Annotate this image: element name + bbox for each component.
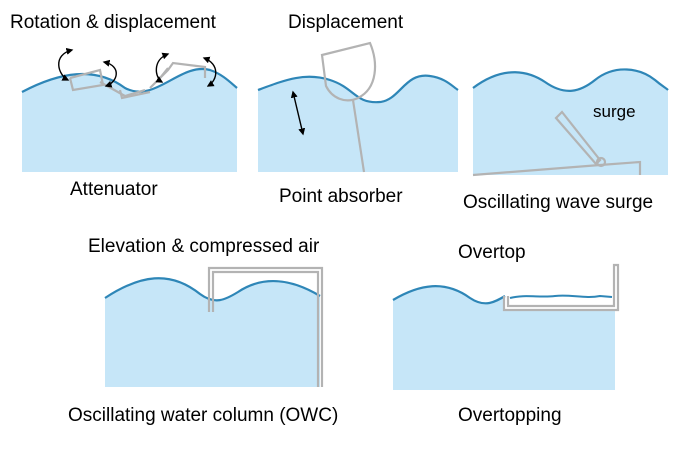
- attenuator-top-label: Rotation & displacement: [10, 12, 217, 33]
- heave-arrow: [290, 90, 306, 136]
- wave-surge-caption: Oscillating wave surge: [463, 192, 653, 213]
- reservoir-surface: [509, 294, 613, 299]
- wave-surface: [392, 285, 506, 305]
- panel-attenuator: Rotation & displacement Attenuator: [10, 12, 238, 200]
- owc-chamber-device: [207, 266, 324, 387]
- overtop-top-label: Overtop: [458, 242, 526, 263]
- owc-top-label: Elevation & compressed air: [88, 236, 320, 257]
- water-body: [393, 286, 615, 390]
- wave-surface: [257, 74, 459, 104]
- surge-flap-device: [472, 110, 642, 177]
- wave-surface: [472, 68, 669, 92]
- overtopping-caption: Overtopping: [458, 405, 562, 426]
- water-body: [22, 68, 237, 172]
- attenuator-caption: Attenuator: [70, 179, 158, 200]
- panel-owc: Elevation & compressed air Oscillating w…: [68, 236, 338, 426]
- buoy-device: [320, 41, 376, 173]
- owc-caption: Oscillating water column (OWC): [68, 405, 338, 426]
- panel-point-absorber: Displacement Point absorber: [257, 12, 459, 207]
- water-body: [258, 75, 458, 172]
- point-absorber-caption: Point absorber: [279, 186, 403, 207]
- panel-wave-surge: surge Oscillating wave surge: [463, 68, 669, 213]
- water-body: [105, 278, 320, 387]
- point-absorber-top-label: Displacement: [288, 12, 404, 33]
- overtopping-device: [502, 263, 620, 312]
- rotation-arrows: [58, 47, 217, 88]
- panel-overtopping: Overtop Overtopping: [392, 242, 620, 426]
- wave-surface: [104, 277, 321, 302]
- surge-inner-label: surge: [593, 102, 636, 121]
